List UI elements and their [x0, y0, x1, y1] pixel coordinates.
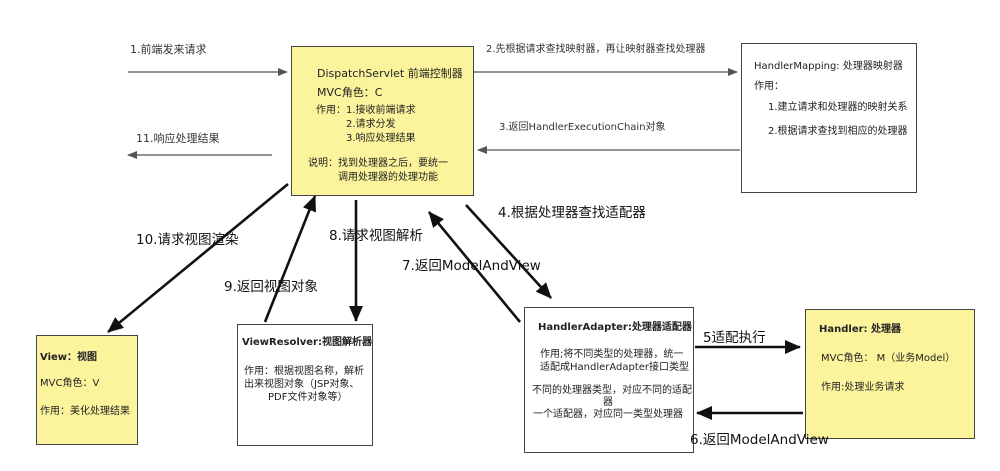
step-5-label: 5适配执行 [703, 330, 766, 346]
arrow-9-return-view [263, 195, 317, 323]
arrow-10-render-view [107, 182, 289, 334]
arrow-7-return-mav [427, 211, 522, 323]
view-duty: 作用：美化处理结果 [40, 406, 130, 417]
step-9-label: 9.返回视图对象 [224, 279, 318, 295]
handler-mapping-item-2: 2.根据请求查找到相应的处理器 [768, 126, 908, 137]
handler-role: MVC角色： M（业务Model） [821, 353, 956, 364]
handler-mapping-item-1: 1.建立请求和处理器的映射关系 [768, 102, 908, 113]
handler-mapping-role: 作用： [754, 81, 784, 92]
view-role: MVC角色：V [40, 378, 100, 389]
step-2-label: 2.先根据请求查找映射器，再让映射器查找处理器 [486, 44, 706, 55]
handler-box: Handler: 处理器 MVC角色： M（业务Model） 作用:处理业务请求 [805, 309, 975, 439]
view-resolver-title: ViewResolver:视图解析器 [242, 337, 372, 348]
dispatcher-servlet-box: DispatchServlet 前端控制器 MVC角色：C 作用：1.接收前端请… [291, 46, 474, 196]
step-11-label: 11.响应处理结果 [136, 132, 220, 145]
handler-mapping-title: HandlerMapping: 处理器映射器 [754, 61, 903, 72]
view-resolver-box: ViewResolver:视图解析器 作用：根据视图名称，解析 出来视图对象（J… [237, 324, 373, 446]
handler-adapter-title: HandlerAdapter:处理器适配器 [538, 322, 692, 333]
dispatcher-duty-2: 2.请求分发 [346, 119, 396, 130]
handler-title: Handler: 处理器 [819, 324, 902, 335]
handler-adapter-line-2: 适配成HandlerAdapter接口类型 [540, 362, 690, 373]
handler-mapping-box: HandlerMapping: 处理器映射器 作用： 1.建立请求和处理器的映射… [741, 43, 917, 193]
handler-adapter-line-3: 不同的处理器类型，对应不同的适配 [532, 385, 692, 396]
dispatcher-duty-1: 作用：1.接收前端请求 [316, 105, 416, 116]
dispatcher-note-2: 调用处理器的处理功能 [338, 172, 438, 183]
handler-adapter-line-5: 一个适配器，对应同一类型处理器 [533, 409, 683, 420]
view-title: View：视图 [40, 352, 98, 363]
step-8-label: 8.请求视图解析 [329, 228, 423, 244]
view-box: View：视图 MVC角色：V 作用：美化处理结果 [36, 335, 138, 445]
dispatcher-role: MVC角色：C [317, 86, 383, 99]
handler-adapter-line-1: 作用;将不同类型的处理器，统一 [540, 349, 684, 360]
step-6-label: 6.返回ModelAndView [690, 432, 829, 448]
step-7-label: 7.返回ModelAndView [402, 258, 541, 274]
step-10-label: 10.请求视图渲染 [136, 232, 239, 248]
handler-adapter-box: HandlerAdapter:处理器适配器 作用;将不同类型的处理器，统一 适配… [524, 307, 694, 453]
dispatcher-title: DispatchServlet 前端控制器 [317, 67, 463, 80]
step-4-label: 4.根据处理器查找适配器 [498, 205, 646, 221]
view-resolver-line-3: PDF文件对象等） [268, 392, 348, 403]
view-resolver-line-1: 作用：根据视图名称，解析 [244, 366, 364, 377]
step-1-label: 1.前端发来请求 [130, 43, 207, 56]
dispatcher-duty-3: 3.响应处理结果 [346, 133, 416, 144]
view-resolver-line-2: 出来视图对象（JSP对象、 [244, 379, 360, 390]
handler-duty: 作用:处理业务请求 [821, 382, 905, 393]
dispatcher-note-1: 说明：找到处理器之后，要统一 [308, 158, 448, 169]
handler-adapter-line-4: 器 [603, 397, 613, 408]
step-3-label: 3.返回HandlerExecutionChain对象 [499, 122, 666, 133]
arrow-4-find-adapter [465, 204, 552, 299]
